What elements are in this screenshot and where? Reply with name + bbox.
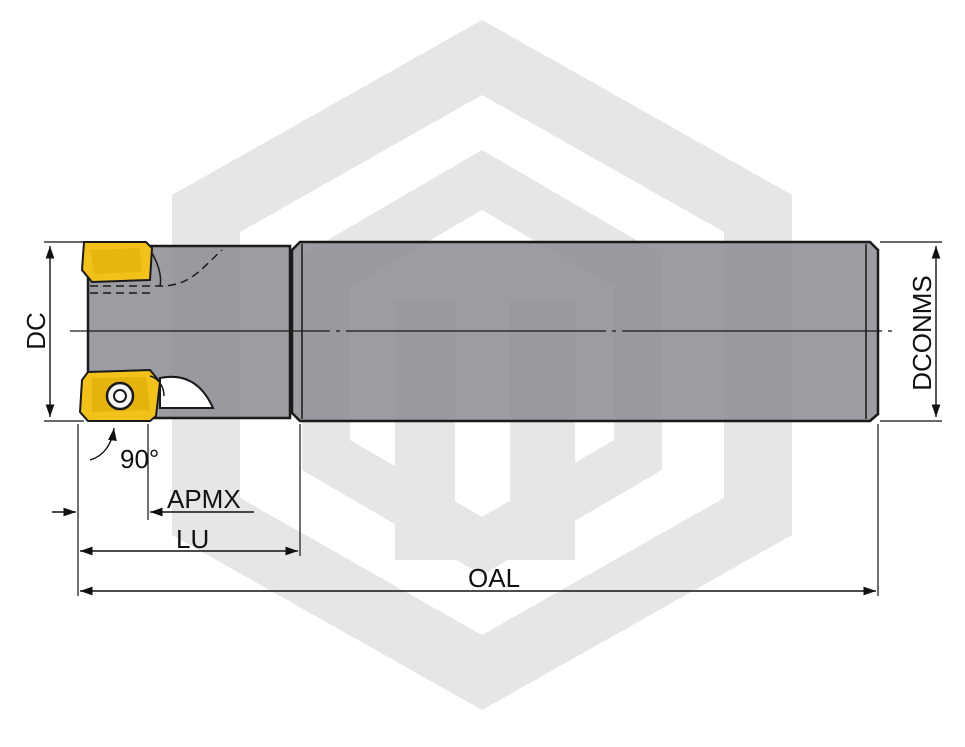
- dconms-label: DCONMS: [907, 275, 937, 391]
- lu-dimension: LU: [80, 424, 301, 556]
- apmx-label: APMX: [167, 484, 241, 514]
- cutting-insert-icon: [80, 241, 154, 284]
- dc-dimension: DC: [21, 241, 84, 422]
- oal-label: OAL: [468, 563, 520, 593]
- angle-label: 90°: [120, 444, 159, 474]
- lu-label: LU: [176, 524, 209, 554]
- angle-dimension: 90°: [77, 424, 159, 520]
- oal-dimension: OAL: [77, 424, 879, 596]
- dconms-dimension: DCONMS: [880, 241, 942, 422]
- dc-label: DC: [21, 312, 51, 350]
- insert-screw-icon: [105, 381, 135, 411]
- apmx-dimension: APMX: [52, 484, 254, 517]
